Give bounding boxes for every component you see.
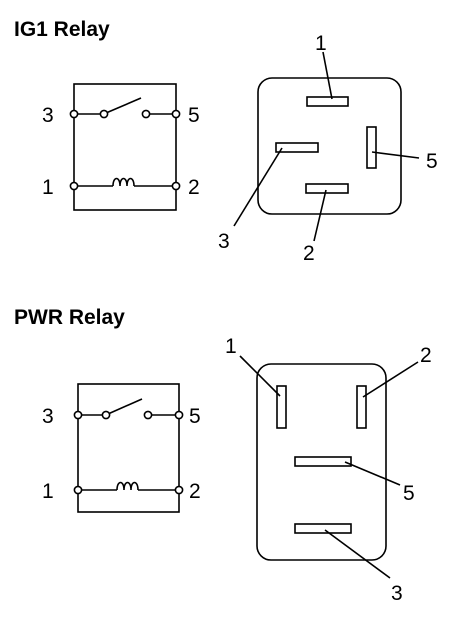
pwr-switch-arm bbox=[107, 398, 143, 415]
ig1-connector bbox=[233, 51, 420, 242]
ig1-connector-body bbox=[257, 77, 402, 215]
pwr-connector-pin-label: 3 bbox=[391, 582, 403, 605]
ig1-schematic bbox=[69, 83, 181, 211]
pwr-terminal-1 bbox=[73, 485, 83, 495]
ig1-leader-2 bbox=[313, 189, 327, 242]
pwr-leader-2 bbox=[362, 361, 419, 398]
ig1-schematic-pin-label: 2 bbox=[188, 176, 200, 199]
ig1-connector-terminal-1 bbox=[306, 96, 349, 107]
pwr-terminal-5 bbox=[174, 410, 184, 420]
ig1-schematic-pin-label: 1 bbox=[42, 176, 54, 199]
pwr-leader-5 bbox=[344, 461, 401, 486]
ig1-connector-pin-label: 1 bbox=[315, 32, 327, 55]
pwr-connector-pin-label: 1 bbox=[225, 335, 237, 358]
pwr-schematic bbox=[73, 383, 184, 513]
ig1-terminal-2 bbox=[171, 181, 181, 191]
pwr-switch-pivot bbox=[101, 410, 111, 420]
pwr-schematic-pin-label: 3 bbox=[42, 405, 54, 428]
pwr-coil bbox=[116, 481, 139, 491]
ig1-connector-terminal-5 bbox=[366, 126, 377, 169]
pwr-schematic-pin-label: 2 bbox=[189, 480, 201, 503]
ig1-terminal-3 bbox=[69, 109, 79, 119]
ig1-leader-5 bbox=[371, 151, 420, 159]
pwr-connector-pin-label: 5 bbox=[403, 482, 415, 505]
pwr-terminal-3 bbox=[73, 410, 83, 420]
ig1-connector-pin-label: 5 bbox=[426, 150, 438, 173]
pwr-schematic-pin-label: 1 bbox=[42, 480, 54, 503]
pwr-leader-1 bbox=[239, 355, 281, 397]
ig1-connector-terminal-3 bbox=[275, 142, 319, 153]
ig1-coil bbox=[112, 177, 135, 187]
ig1-leader-1 bbox=[322, 51, 333, 100]
pwr-leader-3 bbox=[324, 529, 391, 579]
pwr-connector-body bbox=[256, 363, 387, 561]
pwr-terminal-2 bbox=[174, 485, 184, 495]
ig1-terminal-1 bbox=[69, 181, 79, 191]
pwr-relay-title: PWR Relay bbox=[14, 306, 125, 329]
ig1-schematic-box bbox=[73, 83, 177, 211]
pwr-connector-terminal-1 bbox=[276, 385, 287, 429]
ig1-connector-terminal-2 bbox=[305, 183, 349, 194]
ig1-relay-title: IG1 Relay bbox=[14, 18, 110, 41]
pwr-switch-contact bbox=[143, 410, 153, 420]
ig1-schematic-pin-label: 5 bbox=[188, 104, 200, 127]
pwr-connector bbox=[239, 355, 419, 579]
ig1-terminal-5 bbox=[171, 109, 181, 119]
pwr-connector-terminal-3 bbox=[294, 523, 352, 534]
ig1-connector-pin-label: 2 bbox=[303, 242, 315, 265]
pwr-connector-terminal-2 bbox=[356, 385, 367, 429]
ig1-connector-pin-label: 3 bbox=[218, 230, 230, 253]
pwr-schematic-pin-label: 5 bbox=[189, 405, 201, 428]
ig1-schematic-pin-label: 3 bbox=[42, 104, 54, 127]
ig1-switch-contact bbox=[141, 109, 151, 119]
ig1-switch-pivot bbox=[99, 109, 109, 119]
pwr-connector-terminal-5 bbox=[294, 456, 352, 467]
pwr-schematic-box bbox=[77, 383, 180, 513]
pwr-connector-pin-label: 2 bbox=[420, 344, 432, 367]
ig1-switch-arm bbox=[105, 97, 142, 114]
ig1-leader-3 bbox=[233, 147, 283, 227]
